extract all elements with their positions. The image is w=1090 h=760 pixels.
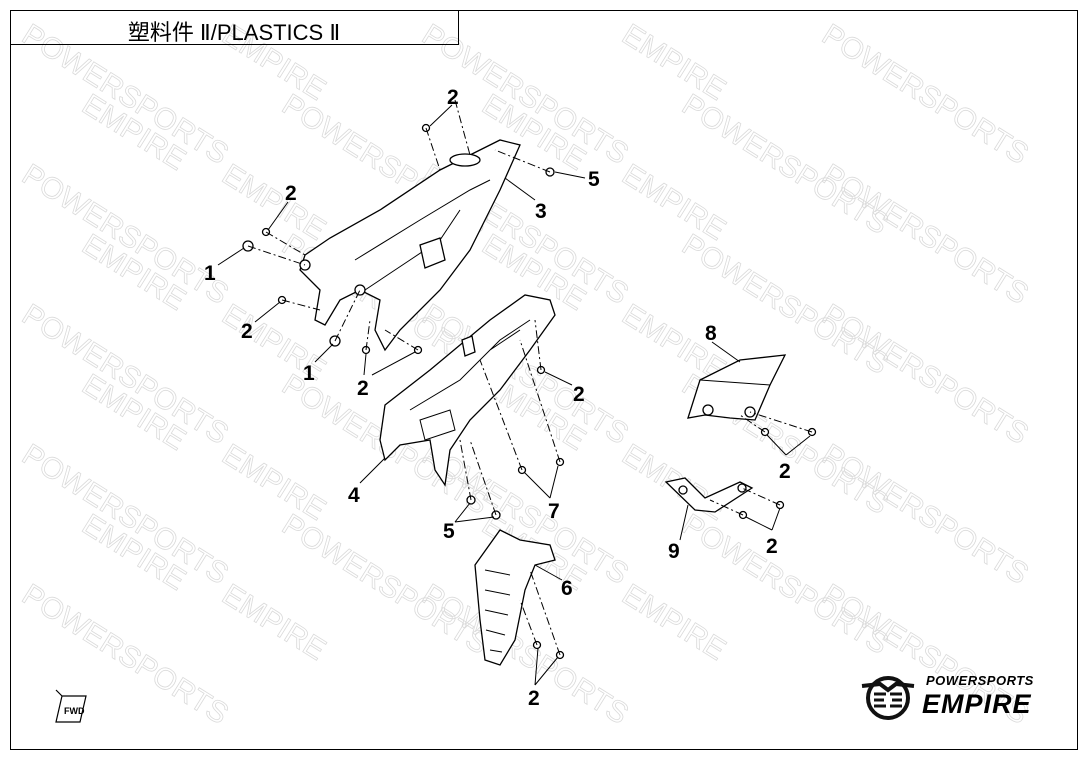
callout-4: 4 <box>348 484 360 507</box>
callout-3: 3 <box>535 200 547 223</box>
callout-6: 6 <box>561 577 573 600</box>
callout-2: 2 <box>766 535 778 558</box>
page-title: 塑料件 Ⅱ/PLASTICS Ⅱ <box>127 20 341 45</box>
brand-logo: POWERSPORTS EMPIRE <box>860 672 1060 722</box>
callout-5: 5 <box>588 168 600 191</box>
fwd-label: FWD <box>64 706 85 716</box>
callout-labels: 2 2 1 3 5 2 1 2 2 8 2 4 7 5 9 2 6 2 <box>204 86 791 710</box>
forward-direction-icon: FWD <box>55 689 87 723</box>
callout-2: 2 <box>528 687 540 710</box>
leader-lines <box>217 104 811 686</box>
assembly-lines <box>247 99 813 656</box>
callout-2: 2 <box>573 383 585 406</box>
part-3-side-cover <box>299 139 521 352</box>
callout-2: 2 <box>779 460 791 483</box>
part-9-bracket <box>664 477 754 513</box>
diagram-frame <box>10 10 1078 750</box>
callout-7: 7 <box>548 500 560 523</box>
callout-2: 2 <box>447 86 459 109</box>
callout-8: 8 <box>705 322 717 345</box>
callout-2: 2 <box>241 320 253 343</box>
callout-1: 1 <box>303 362 315 385</box>
empire-emblem-icon <box>861 676 915 720</box>
callout-5: 5 <box>443 520 455 543</box>
part-6-mud-flap <box>474 529 556 666</box>
callout-2: 2 <box>357 377 369 400</box>
callout-1: 1 <box>204 262 216 285</box>
callout-2: 2 <box>285 182 297 205</box>
callout-9: 9 <box>668 540 680 563</box>
part-4-undertray <box>379 294 556 487</box>
title-box: 塑料件 Ⅱ/PLASTICS Ⅱ <box>10 10 459 45</box>
logo-empire: EMPIRE <box>922 689 1032 719</box>
part-8-cover <box>687 354 787 421</box>
logo-powersports: POWERSPORTS <box>926 673 1034 688</box>
